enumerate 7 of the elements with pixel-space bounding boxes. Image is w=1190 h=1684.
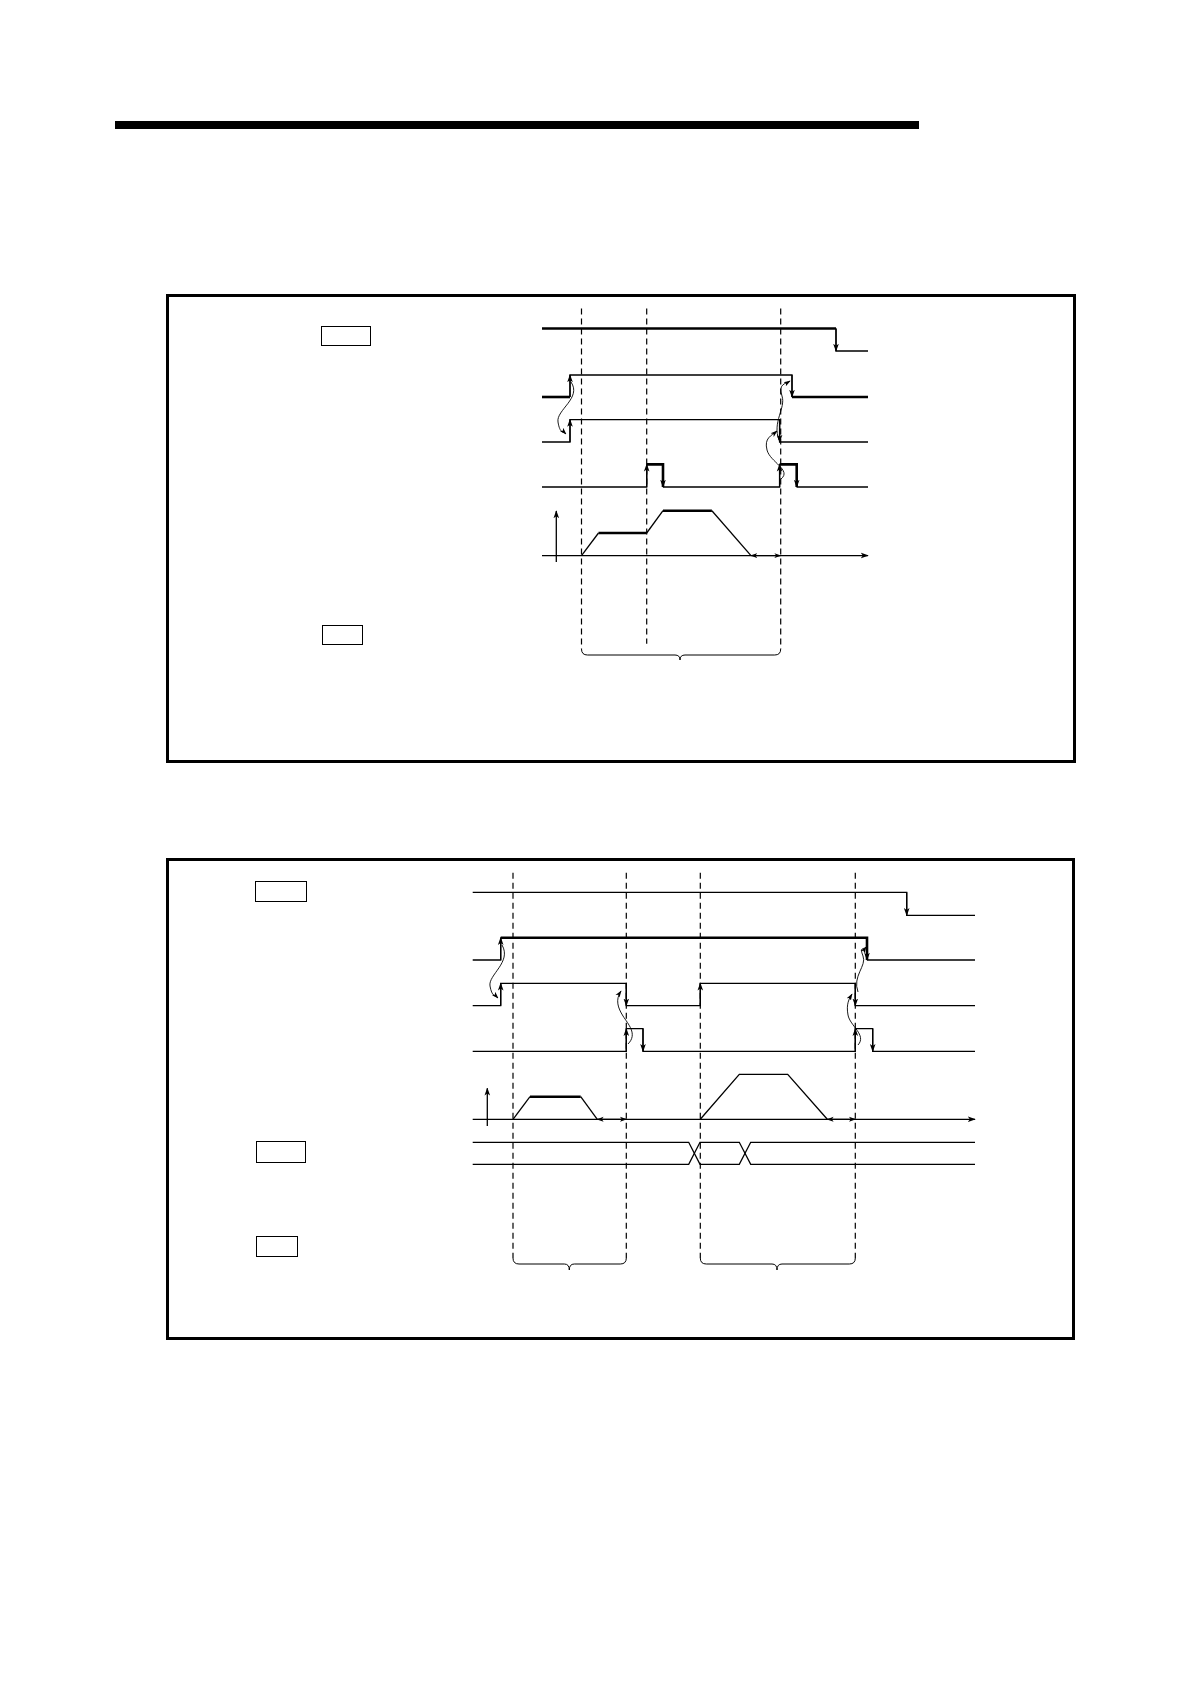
label-frame [322,625,363,645]
label-frame [321,326,371,346]
label-frame [256,1141,306,1163]
label-frame [256,1236,298,1257]
label-frame [255,881,307,902]
timing-chart-panel [166,858,1075,1340]
timing-chart-panel [166,294,1076,763]
